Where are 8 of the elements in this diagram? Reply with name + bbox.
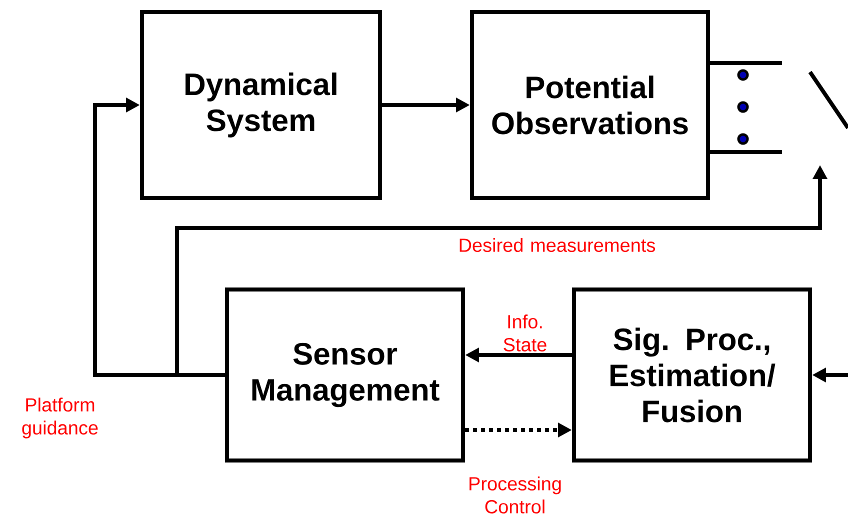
edge-label: Processing Control <box>470 476 561 514</box>
edge-label: Info. State <box>504 314 546 352</box>
edge-label: Desired measurements <box>460 238 656 252</box>
process-box: Sensor Management <box>225 288 465 462</box>
process-box: Dynamical System <box>140 10 382 200</box>
edge-label: Platform guidance <box>22 398 98 438</box>
process-box: Sig. Proc., Estimation/ Fusion <box>572 288 812 462</box>
process-box: Potential Observations <box>470 10 710 200</box>
